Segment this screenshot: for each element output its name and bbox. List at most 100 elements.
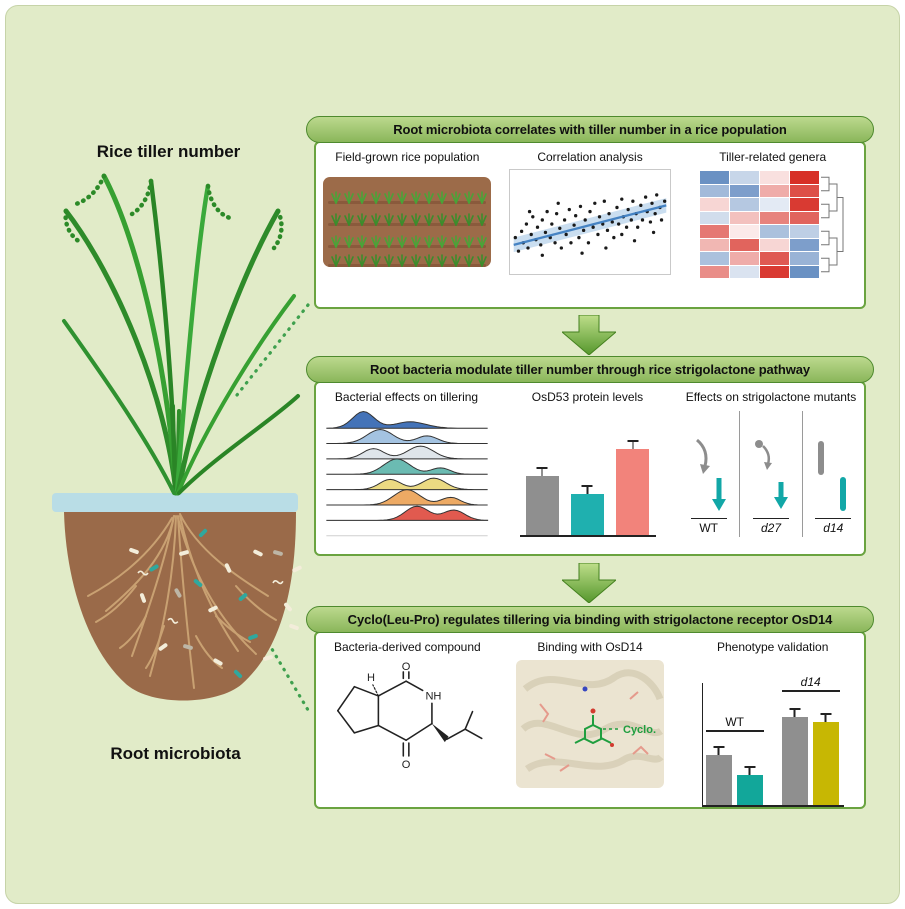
chem-h-label: H: [367, 672, 375, 684]
scatter-plot: [510, 170, 670, 274]
dendrogram: [821, 176, 844, 273]
bar: [616, 440, 650, 535]
panel-cyclo: Cyclo(Leu-Pro) regulates tillering via b…: [306, 606, 874, 809]
down-arrow-1: [562, 315, 616, 355]
heatmap-cell: [760, 252, 790, 265]
error-bar: [713, 746, 725, 755]
residue-sticks: [539, 691, 649, 772]
subfig-mutants: Effects on strigolactone mutants WT: [678, 383, 864, 554]
ligand-sticks: [574, 715, 612, 745]
heatmap-cell: [700, 211, 730, 224]
cyclo-leu-pro-structure: H NH O O: [337, 661, 483, 771]
bar: [570, 485, 605, 535]
mutant-panels: WT d27: [678, 411, 864, 537]
error-bar: [536, 467, 548, 476]
heatmap-cell: [730, 171, 760, 184]
heatmap-cell: [790, 225, 820, 238]
subfig-ridgeline: Bacterial effects on tillering: [316, 383, 497, 554]
heatmap-cell: [730, 252, 760, 265]
down-arrow-2: [562, 563, 616, 603]
heatmap-cell: [730, 225, 760, 238]
osd53-bar-chart: [519, 413, 656, 537]
error-bar: [744, 766, 756, 775]
chem-nh-label: NH: [426, 691, 442, 703]
heatmap-cell: [760, 225, 790, 238]
subfig-binding: Binding with OsD14: [499, 633, 682, 807]
error-bar: [789, 708, 801, 717]
mutants-caption: Effects on strigolactone mutants: [685, 390, 857, 404]
heatmap-cell: [760, 184, 790, 197]
heatmap-cell: [700, 171, 730, 184]
subfig-field: Field-grown rice population: [316, 143, 499, 307]
mutant-axis-line: [752, 517, 789, 519]
compound-caption: Bacteria-derived compound: [333, 640, 481, 654]
panel3-header: Cyclo(Leu-Pro) regulates tillering via b…: [306, 606, 874, 633]
bar: [781, 708, 808, 805]
error-bar: [581, 485, 593, 494]
field-caption: Field-grown rice population: [335, 150, 480, 164]
heatmap-cell: [700, 198, 730, 211]
error-bar: [820, 713, 832, 722]
root-system: [87, 513, 277, 689]
bar: [705, 746, 732, 805]
error-bar: [627, 440, 639, 449]
water-layer: [52, 493, 298, 512]
heatmap-cell: [700, 265, 730, 278]
cyclo-label: Cyclo.: [623, 724, 656, 736]
mutant-axis-line: [815, 517, 852, 519]
bar: [525, 467, 559, 535]
mutant-col-d27: d27: [739, 411, 801, 537]
heatmap-cell: [760, 211, 790, 224]
heatmap-grid: [700, 171, 820, 278]
wt-response-icon: [695, 438, 726, 511]
heatmap-with-dendrogram: [700, 171, 845, 279]
nitrogen-atom: [582, 686, 588, 692]
field-illustration: [323, 177, 492, 267]
panel3-body: Bacteria-derived compound: [314, 631, 866, 809]
mutant-label-wt: WT: [699, 521, 718, 535]
oxygen-atom: [610, 743, 614, 747]
rice-plant-illustration: [52, 173, 302, 701]
heatmap-cell: [700, 252, 730, 265]
panel-correlation: Root microbiota correlates with tiller n…: [306, 116, 874, 309]
heatmap-cell: [730, 198, 760, 211]
wt-group-line: [705, 730, 764, 732]
chem-o-top-label: O: [402, 661, 411, 673]
osd53-caption: OsD53 protein levels: [531, 390, 644, 404]
mutant-axis-line: [690, 517, 727, 519]
d14-group-label: d14: [800, 675, 821, 689]
protein-binding-view: Cyclo.: [516, 660, 664, 788]
heatmap-cell: [700, 225, 730, 238]
heatmap-cell: [730, 211, 760, 224]
heatmap-cell: [790, 265, 820, 278]
phenotype-chart-wrap: WT d14: [698, 659, 848, 807]
mutant-label-d27: d27: [760, 521, 781, 535]
ridgeline-plot: [323, 409, 491, 537]
rice-leaves: [62, 173, 300, 496]
soil-microbes: [129, 528, 302, 679]
mutant-col-d14: d14: [801, 411, 864, 537]
correlation-caption: Correlation analysis: [537, 150, 643, 164]
heatmap-cell: [730, 238, 760, 251]
heatmap-cell: [700, 238, 730, 251]
heatmap-cell: [790, 184, 820, 197]
panel1-body: Field-grown rice population Correlation …: [314, 141, 866, 309]
ridgeline-caption: Bacterial effects on tillering: [334, 390, 479, 404]
panel2-header: Root bacteria modulate tiller number thr…: [306, 356, 874, 383]
chem-o-bottom-label: O: [402, 759, 411, 771]
subfig-correlation: Correlation analysis: [499, 143, 682, 307]
heatmap-caption: Tiller-related genera: [719, 150, 827, 164]
heatmap-cell: [790, 171, 820, 184]
bar: [736, 766, 763, 805]
heatmap-cell: [760, 265, 790, 278]
scatter-plot-frame: [509, 169, 671, 275]
wt-group-bracket: WT: [705, 715, 764, 732]
heatmap-cell: [730, 265, 760, 278]
panel1-header: Root microbiota correlates with tiller n…: [306, 116, 874, 143]
d14-response-icon: [818, 440, 847, 511]
heatmap-cell: [760, 171, 790, 184]
heatmap-cell: [760, 198, 790, 211]
heatmap-cell: [790, 238, 820, 251]
subfig-heatmap: Tiller-related genera: [681, 143, 864, 307]
panel-strigolactone: Root bacteria modulate tiller number thr…: [306, 356, 874, 556]
